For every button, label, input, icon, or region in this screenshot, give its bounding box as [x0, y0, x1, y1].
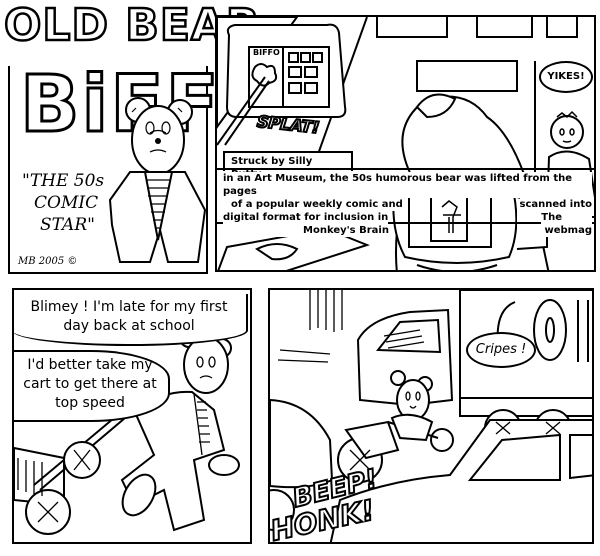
caption-line: Monkey's Brain — [223, 224, 389, 237]
caption-line: digital format for inclusion in — [223, 211, 389, 224]
biff-bear-portrait — [108, 97, 207, 263]
caption-line: The — [541, 211, 592, 224]
speech-bubble-cart: I'd better take my cart to get there at … — [14, 350, 170, 422]
tagline-line: "THE 50s — [22, 171, 105, 191]
speech-line: top speed — [55, 395, 125, 411]
framed-comic-label: BIFFO — [253, 48, 280, 57]
comic-tagline: "THE 50s COMIC STAR" — [22, 170, 112, 236]
caption-line: webmag — [544, 224, 592, 237]
speech-line: Blimey ! I'm late for my first — [30, 299, 228, 315]
tagline-line: STAR" — [40, 215, 95, 235]
museum-panel: BIFFO SPLAT! YIKES! Struck by Silly Putt… — [215, 15, 596, 272]
speech-bubble-late: Blimey ! I'm late for my first day back … — [14, 294, 248, 346]
artist-signature: MB 2005 © — [18, 256, 78, 267]
yikes-speech-bubble: YIKES! — [539, 61, 593, 93]
caption-line: scanned into — [519, 198, 592, 211]
caption-line: of a popular weekly comic and — [223, 198, 403, 211]
speech-line: I'd better take my — [27, 357, 153, 373]
traffic-panel: Cripes ! BEEP! HONK! — [268, 288, 594, 544]
speech-line: day back at school — [63, 318, 195, 334]
caption-line: in an Art Museum, the 50s humorous bear … — [223, 172, 592, 198]
cripes-speech-bubble: Cripes ! — [466, 332, 536, 368]
tagline-line: COMIC — [34, 193, 99, 213]
speech-line: cart to get there at — [23, 376, 157, 392]
cart-panel: Blimey ! I'm late for my first day back … — [12, 288, 252, 544]
narration-caption: in an Art Museum, the 50s humorous bear … — [217, 168, 594, 237]
title-panel-frame — [8, 66, 208, 274]
